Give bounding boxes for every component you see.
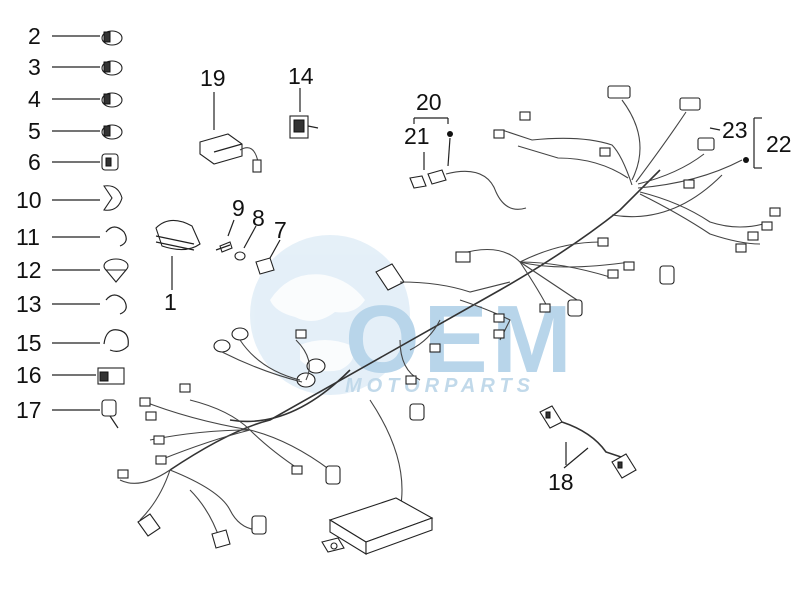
callout-5: 5 [28,118,41,144]
cover-1-icon [155,219,201,290]
relay-14-icon [289,88,319,139]
adapter-18-icon [539,405,637,479]
callout-14: 14 [288,63,314,89]
callout-17: 17 [16,397,42,423]
left-column-parts [52,30,129,429]
callout-10: 10 [16,187,42,213]
band-11-icon [52,226,127,247]
control-unit-19-icon [199,92,262,173]
callout-3: 3 [28,54,41,80]
callout-18: 18 [548,469,574,495]
clamp-2-icon [52,30,123,46]
clamp-5-icon [52,124,123,140]
callout-19: 19 [200,65,226,91]
callout-12: 12 [16,257,42,283]
holder-16-icon [52,367,125,385]
callout-20: 20 [416,89,442,115]
connector-20-21-icon [409,117,527,210]
callout-22: 22 [766,131,792,157]
washer-8-icon [234,225,257,261]
screw-9-icon [215,219,235,253]
callout-8: 8 [252,205,265,231]
bracket-7-icon [255,239,281,275]
callout-2: 2 [28,23,41,49]
clamp-6-icon [52,153,119,171]
callout-23: 23 [722,117,748,143]
cable-tie-10-icon [52,185,123,211]
clamp-4-icon [52,92,123,108]
watermark-subtext: MOTORPARTS [345,375,535,397]
watermark-logo: OEM [345,286,576,393]
watermark-globe [250,235,410,395]
callout-13: 13 [16,291,42,317]
callout-7: 7 [274,217,287,243]
band-13-icon [52,294,127,315]
callout-15: 15 [16,330,42,356]
callout-4: 4 [28,86,41,112]
clip-17-icon [52,399,119,429]
callout-21: 21 [404,123,430,149]
watermark: OEM MOTORPARTS [250,235,576,397]
band-15-icon [52,329,129,352]
callout-16: 16 [16,362,42,388]
cable-tie-12-icon [52,258,129,283]
main-wiring-harness [117,85,781,555]
leader-lines [565,117,762,465]
clamp-3-icon [52,60,123,76]
callout-6: 6 [28,149,41,175]
callout-11: 11 [16,224,40,250]
callout-labels: 2 3 4 5 6 10 11 12 13 15 16 17 19 14 20 … [16,23,792,495]
callout-9: 9 [232,195,245,221]
callout-1: 1 [164,289,177,315]
